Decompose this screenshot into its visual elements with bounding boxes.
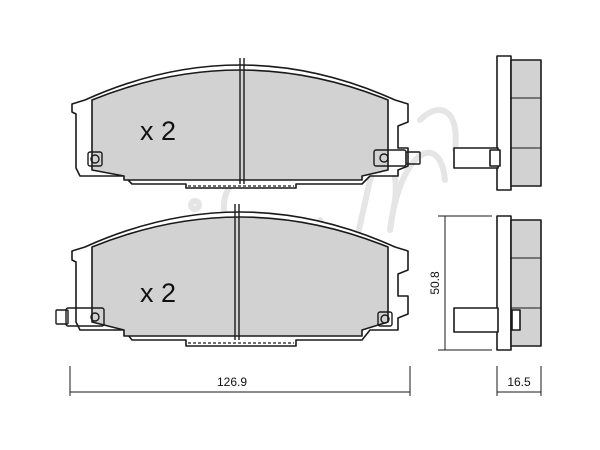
top-pad-side-view xyxy=(453,55,542,191)
top-side-friction-material xyxy=(510,59,542,187)
top-pad-left-hole xyxy=(87,151,103,167)
width-dimension-label: 126.9 xyxy=(217,375,247,389)
bottom-pad-friction-material xyxy=(91,216,389,337)
bottom-pad-right-hole xyxy=(377,311,393,327)
thickness-dimension: 16.5 xyxy=(496,366,542,396)
height-dimension-label: 50.8 xyxy=(428,271,442,295)
height-dimension: 50.8 xyxy=(428,215,492,351)
bottom-pad: x 2 xyxy=(55,204,409,347)
bottom-side-clip xyxy=(453,307,499,333)
top-pad: x 2 xyxy=(71,58,421,189)
bottom-pad-left-clip xyxy=(65,307,105,327)
width-dimension: 126.9 xyxy=(69,366,411,396)
bottom-pad-side-view xyxy=(453,215,542,351)
thickness-dimension-label: 16.5 xyxy=(507,375,531,389)
top-side-backing-plate xyxy=(496,55,512,191)
bottom-pad-quantity-label: x 2 xyxy=(140,278,176,308)
bottom-side-backing-plate xyxy=(496,215,512,351)
top-pad-quantity-label: x 2 xyxy=(140,116,176,146)
